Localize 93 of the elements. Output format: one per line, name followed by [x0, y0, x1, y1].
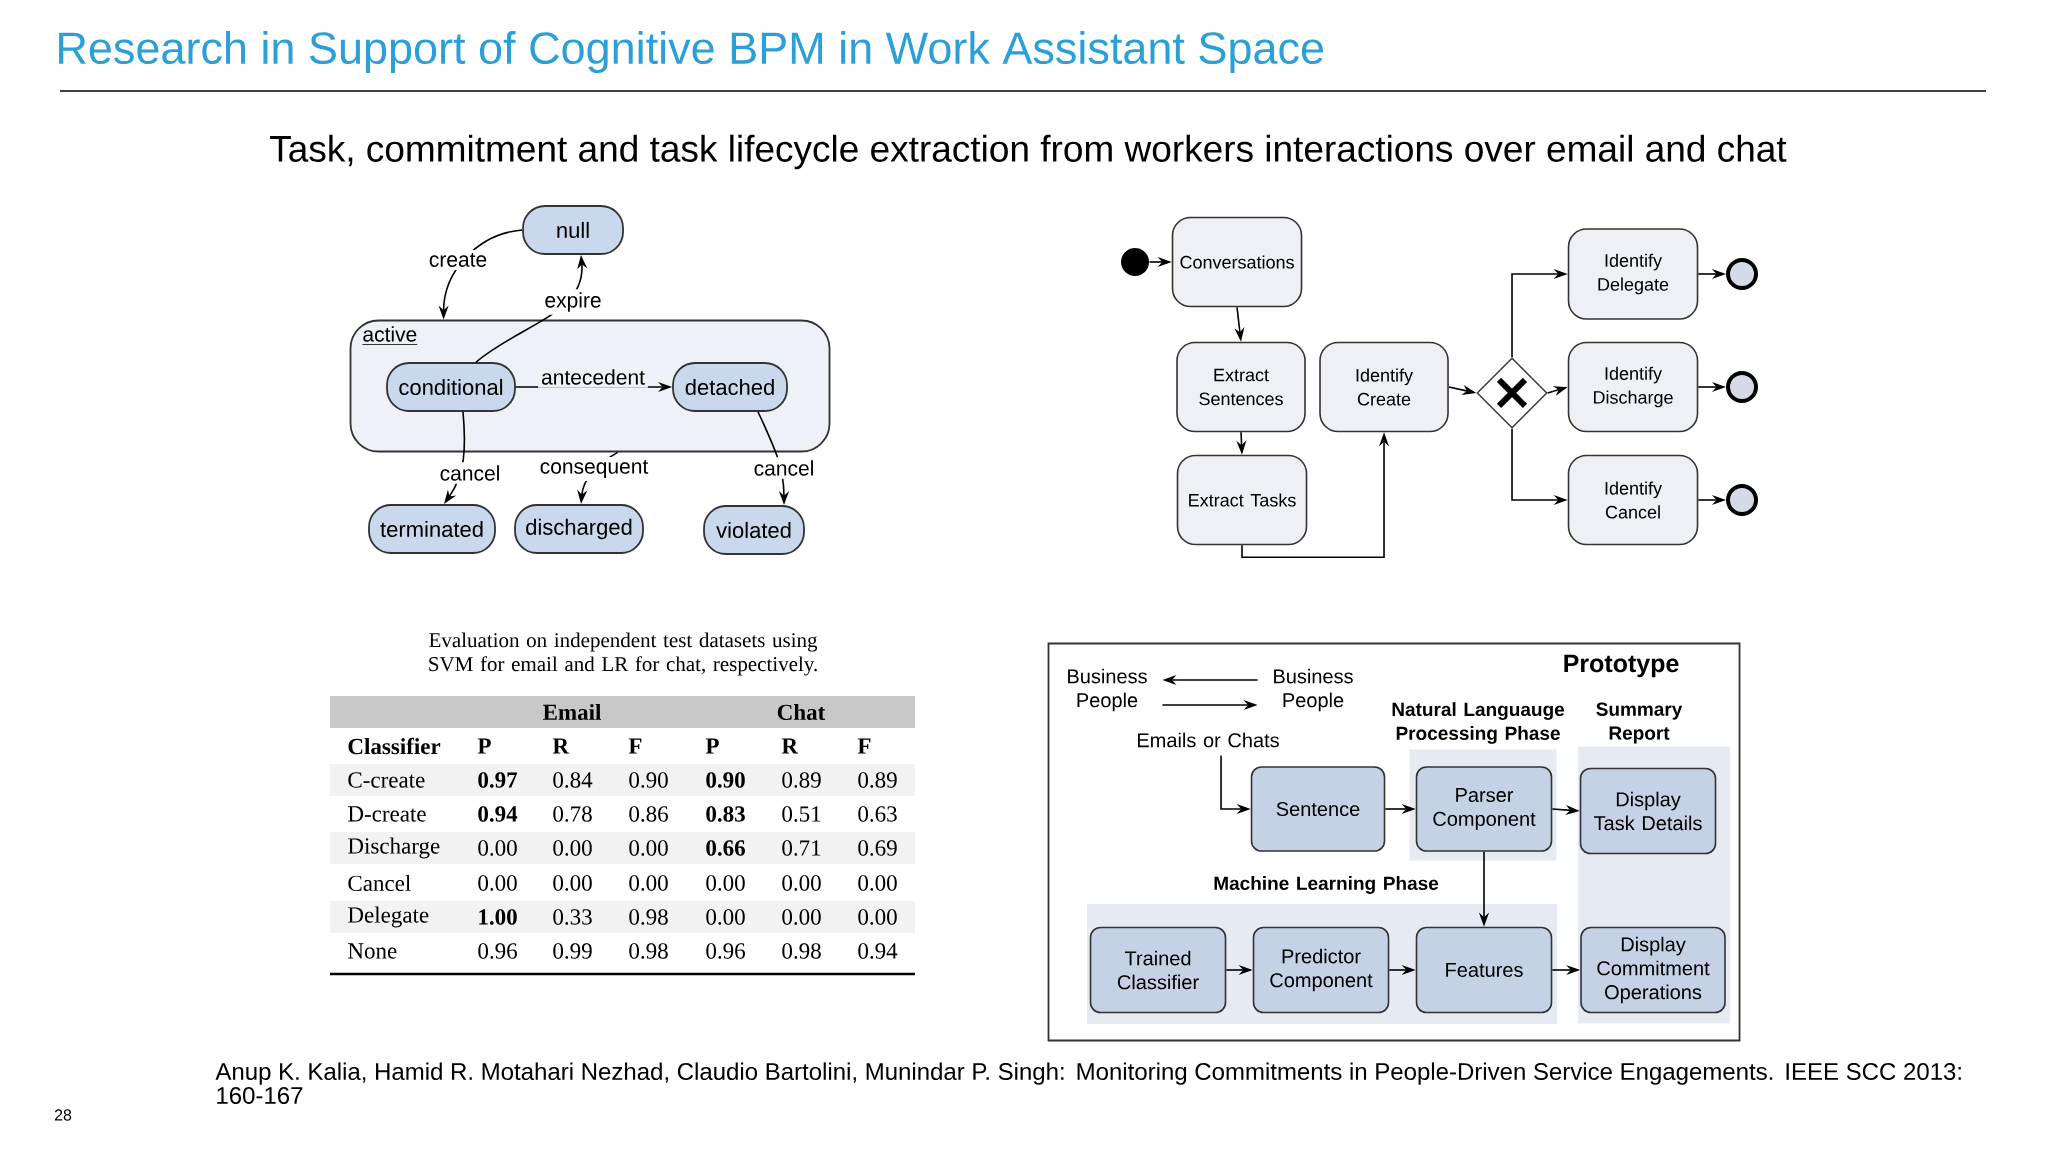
row-label: C-create [348, 772, 425, 788]
table-value: 0.00 [782, 909, 821, 925]
state-box: null [522, 205, 624, 255]
end-event [1726, 258, 1758, 290]
process-box: Predictor Component [1252, 926, 1390, 1014]
table-value: 0.00 [478, 840, 517, 856]
column-group-header: Email [543, 703, 601, 721]
table-caption: Evaluation on independent test datasets using SVM for email and LR for chat, respectively. [429, 632, 818, 676]
task-box: Conversations [1171, 216, 1303, 308]
state-box: detached [672, 362, 788, 412]
table-value: 0.00 [858, 875, 897, 891]
row-label: None [348, 943, 397, 959]
actor-label: Business People [1274, 668, 1353, 712]
process-box: Trained Classifier [1089, 926, 1227, 1014]
column-group-header: Chat [777, 703, 826, 721]
process-box: Display Task Details [1579, 767, 1717, 855]
page-number: 28 [54, 1109, 72, 1121]
start-event [1121, 248, 1149, 276]
task-box: Extract Tasks [1176, 454, 1308, 546]
table-value: 0.71 [782, 840, 821, 856]
edge-label: cancel [750, 457, 818, 479]
task-box: Identify Delegate [1567, 228, 1699, 320]
row-label: Discharge [348, 837, 440, 859]
table-value: 0.00 [706, 875, 745, 891]
table-value: 0.00 [629, 875, 668, 891]
table-value: 0.98 [782, 943, 821, 959]
edge-label: cancel [436, 462, 504, 484]
table-value: 1.00 [479, 909, 517, 925]
table-value: 0.84 [553, 772, 593, 788]
column-header: P [705, 738, 719, 754]
node-label: Summary Report [1596, 702, 1683, 744]
table-value: 0.90 [706, 772, 745, 788]
process-box: Display Commitment Operations [1580, 926, 1726, 1014]
state-box: terminated [368, 504, 496, 554]
state-box: discharged [514, 504, 644, 554]
state-box: conditional [386, 362, 516, 412]
column-header: F [628, 738, 642, 754]
table-value: 0.94 [858, 943, 898, 959]
table-value: 0.33 [553, 909, 592, 925]
table-value: 0.96 [478, 943, 517, 959]
table-value: 0.83 [706, 806, 745, 822]
table-value: 0.00 [553, 840, 592, 856]
task-box: Identify Discharge [1567, 341, 1699, 433]
column-header: F [857, 738, 871, 754]
column-header: R [552, 738, 570, 754]
table-value: 0.89 [858, 772, 897, 788]
column-header: P [477, 738, 491, 754]
table-value: 0.98 [629, 909, 668, 925]
table-value: 0.89 [782, 772, 821, 788]
task-box: Identify Create [1319, 341, 1449, 433]
row-label: D-create [348, 806, 426, 822]
end-event [1726, 484, 1758, 516]
end-event [1726, 371, 1758, 403]
table-value: 0.00 [706, 909, 745, 925]
table-value: 0.00 [629, 840, 668, 856]
row-label: Cancel [348, 874, 411, 892]
table-value: 0.96 [706, 943, 745, 959]
process-box: Sentence [1250, 766, 1386, 852]
actor-label: Emails or Chats [1138, 732, 1279, 748]
edge-label: create [425, 250, 491, 270]
table-value: 0.00 [478, 875, 517, 891]
citation: Anup K. Kalia, Hamid R. Motahari Nezhad, Claudio Bartolini, Munindar P. Singh: Monitoring Commitments in People-Driven Service Engagements. IEEE SCC 2013: 160-167 [215, 1062, 1961, 1104]
column-header: Classifier [348, 737, 441, 755]
table-value: 0.00 [553, 875, 592, 891]
table-value: 0.78 [553, 806, 592, 822]
edge-label: expire [541, 289, 605, 315]
table-value: 0.69 [858, 840, 897, 856]
edge-label: consequent [536, 457, 652, 481]
table-value: 0.98 [629, 943, 668, 959]
process-box: Features [1415, 926, 1553, 1014]
edge-label: antecedent [538, 366, 648, 388]
table-value: 0.00 [782, 875, 821, 891]
node-label: Machine Learning Phase [1214, 876, 1439, 894]
slide-title: Research in Support of Cognitive BPM in Work Assistant Space [59, 31, 1324, 73]
table-value: 0.00 [858, 909, 897, 925]
table-value: 0.86 [629, 806, 668, 822]
row-label: Delegate [348, 906, 429, 928]
table-value: 0.94 [478, 806, 518, 822]
table-value: 0.51 [782, 806, 821, 822]
table-value: 0.63 [858, 806, 897, 822]
task-box: Identify Cancel [1567, 454, 1699, 546]
table-value: 0.90 [629, 772, 668, 788]
gateway-diamond [1476, 357, 1548, 429]
table-value: 0.97 [478, 772, 518, 788]
node-label: Natural Languauge Processing Phase [1392, 702, 1565, 744]
state-box: violated [703, 505, 805, 555]
table-value: 0.66 [706, 840, 745, 856]
table-value: 0.99 [553, 943, 592, 959]
subtitle: Task, commitment and task lifecycle extraction from workers interactions over email and chat [270, 134, 1787, 170]
task-box: Extract Sentences [1176, 341, 1306, 433]
actor-label: Business People [1068, 668, 1147, 712]
process-box: Parser Component [1415, 766, 1553, 852]
column-header: R [781, 738, 799, 754]
